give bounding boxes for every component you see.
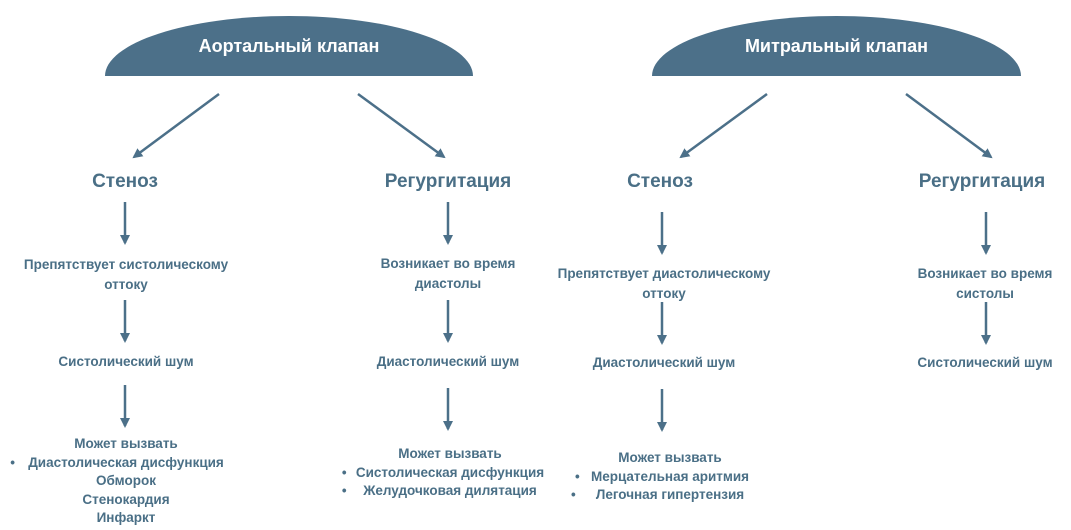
aortic-stenosis-murmur: Систолический шум (58, 354, 194, 369)
mitral-regurgitation-label: Регургитация (918, 171, 1046, 192)
aortic-regurgitation-murmur: Диастолический шум (376, 354, 520, 369)
arrow-mitral-to-stenosis (679, 92, 768, 159)
mechanism-line: Препятствует диастолическому (557, 266, 771, 281)
effect-item: Диастолическая дисфункция (10, 454, 224, 473)
aortic-stenosis-effects: Может вызвать Диастолическая дисфункция … (10, 435, 224, 528)
effect-item: Обморок (28, 472, 224, 491)
arrow-aortic-to-stenosis (132, 92, 220, 159)
mitral-stenosis-label: Стеноз (627, 171, 693, 192)
aortic-regurgitation-label: Регургитация (384, 171, 512, 192)
effect-item: Мерцательная аритмия (575, 468, 749, 487)
arrow-mitral-to-regurgitation (905, 92, 993, 159)
effect-item: Желудочковая дилятация (342, 482, 544, 501)
aortic-regurgitation-effects: Может вызвать Систолическая дисфункция Ж… (342, 445, 544, 501)
mitral-stenosis-effects: Может вызвать Мерцательная аритмия Легоч… (571, 449, 749, 505)
effects-title: Может вызвать (398, 446, 502, 461)
mitral-valve-title: Митральный клапан (744, 35, 929, 56)
mechanism-line: систолы (956, 286, 1014, 301)
effect-item: Легочная гипертензия (571, 486, 749, 505)
effect-item: Стенокардия (28, 491, 224, 510)
mechanism-line: Препятствует систолическому (23, 257, 229, 272)
aortic-regurgitation-mechanism: Возникает во время диастолы (381, 254, 516, 294)
mechanism-line: Возникает во время (380, 256, 516, 271)
effect-item: Инфаркт (28, 509, 224, 528)
aortic-stenosis-mechanism: Препятствует систолическому оттоку (24, 255, 228, 295)
mechanism-line: диастолы (414, 276, 482, 291)
arrow-aortic-to-regurgitation (357, 92, 446, 159)
effect-item: Систолическая дисфункция (342, 464, 544, 483)
mitral-regurgitation-mechanism: Возникает во время систолы (918, 264, 1053, 304)
effects-title: Может вызвать (618, 450, 722, 465)
mitral-stenosis-mechanism: Препятствует диастолическому оттоку (558, 264, 771, 304)
effects-title: Может вызвать (74, 436, 178, 451)
mitral-stenosis-murmur: Диастолический шум (592, 355, 736, 370)
mechanism-line: Возникает во время (917, 266, 1053, 281)
mechanism-line: оттоку (642, 286, 686, 301)
aortic-valve-title: Аортальный клапан (198, 35, 380, 56)
mechanism-line: оттоку (104, 277, 148, 292)
aortic-stenosis-label: Стеноз (92, 171, 158, 192)
mitral-regurgitation-murmur: Систолический шум (917, 355, 1053, 370)
